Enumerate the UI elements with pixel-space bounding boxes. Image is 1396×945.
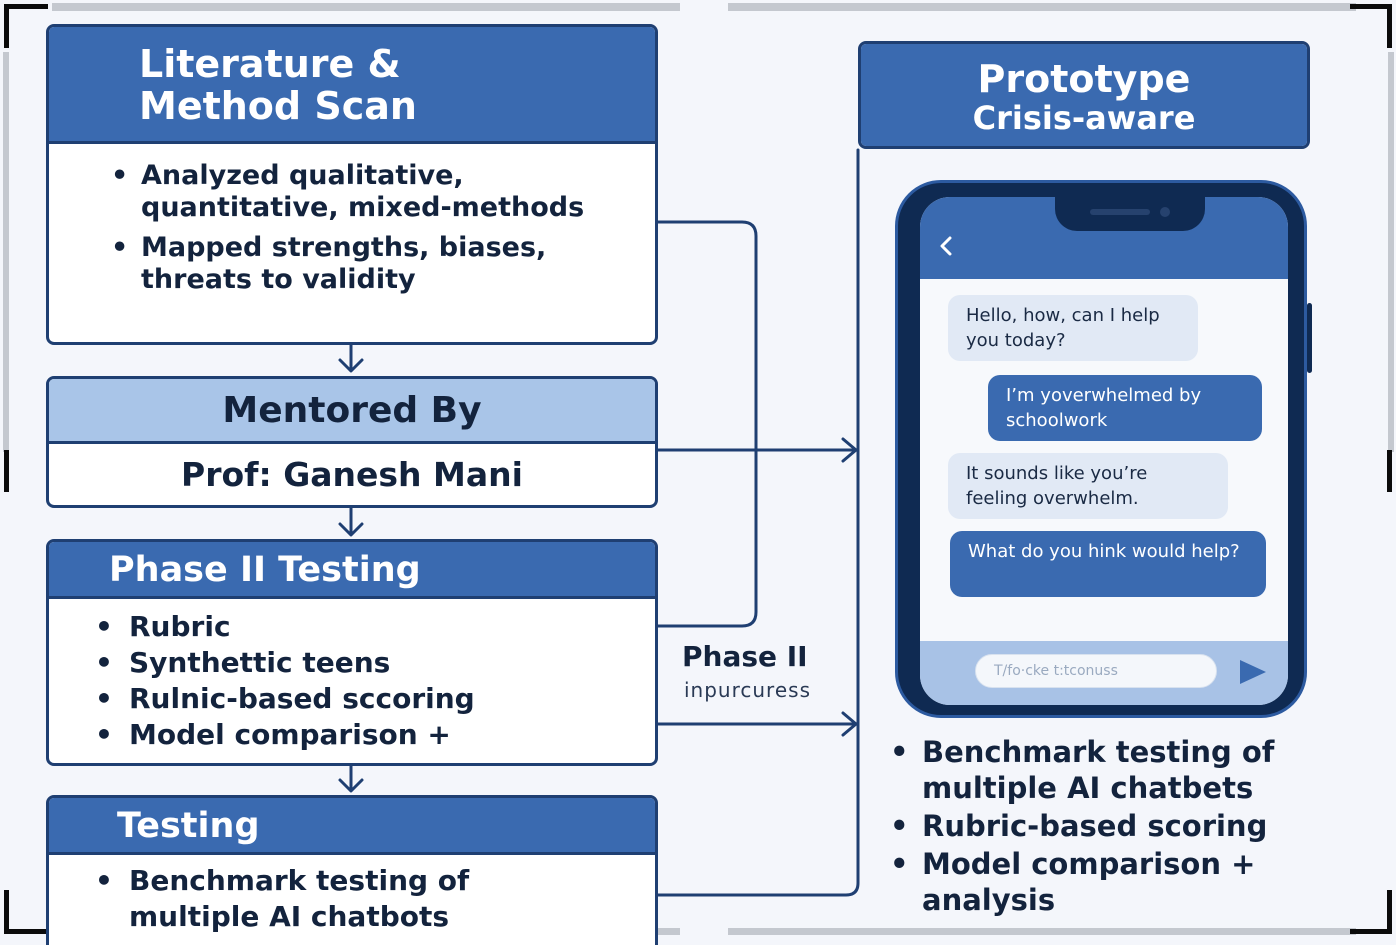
mentored-box-title: Mentored By <box>222 390 482 431</box>
phase-ii-connector-label: Phase II <box>682 640 808 673</box>
testing-bullets: •Benchmark testing of multiple AI chatbo… <box>49 855 579 935</box>
prototype-feature-bullets: •Benchmark testing of multiple AI chatbe… <box>890 734 1352 918</box>
frame-left-bar <box>3 52 9 452</box>
camera-dot <box>1160 207 1170 217</box>
literature-method-scan-box: Literature & Method Scan • Analyzed qual… <box>46 24 658 345</box>
frame-corner <box>1387 450 1392 492</box>
phase-bullets: •Rubric •Synthettic teens •Rulnic-based … <box>49 599 655 753</box>
phase-ii-connector-sublabel: inpurcuress <box>684 678 811 702</box>
frame-corner <box>1350 4 1392 9</box>
frame-corner <box>4 450 9 492</box>
testing-bullet: •Benchmark testing of multiple AI chatbo… <box>95 864 470 933</box>
prototype-subtitle: Crisis-aware <box>972 99 1196 137</box>
frame-corner <box>4 929 48 934</box>
mentored-by-box: Mentored By Prof: Ganesh Mani <box>46 376 658 508</box>
frame-corner <box>1350 929 1392 934</box>
prototype-title: Prototype <box>977 57 1191 101</box>
chat-message-input[interactable]: T/fo·cke t:tconuss <box>975 654 1217 688</box>
chat-header <box>920 197 1288 279</box>
prototype-bullet: •Benchmark testing of multiple AI chatbe… <box>890 735 1275 805</box>
frame-corner <box>1387 890 1392 934</box>
literature-bullet: • Analyzed qualitative, quantitative, mi… <box>111 160 585 223</box>
chat-messages: Hello, how, can I help you today? I’m yo… <box>920 279 1288 641</box>
phase-bullet: •Synthettic teens <box>95 646 391 679</box>
chat-message-bot: Hello, how, can I help you today? <box>948 295 1198 361</box>
frame-bottom-bar <box>728 928 1356 935</box>
mentor-name: Prof: Ganesh Mani <box>181 455 523 494</box>
chevron-left-icon[interactable] <box>936 235 958 257</box>
phase-ii-testing-box: Phase II Testing •Rubric •Synthettic tee… <box>46 539 658 766</box>
prototype-box: Prototype Crisis-aware <box>858 41 1310 149</box>
chat-message-bot: It sounds like you’re feeling overwhelm. <box>948 453 1228 519</box>
phone-side-button <box>1307 303 1312 373</box>
chat-input-bar: T/fo·cke t:tconuss <box>920 641 1288 705</box>
testing-box-header: Testing <box>49 798 655 855</box>
send-triangle-icon[interactable] <box>1238 659 1268 685</box>
frame-corner <box>4 4 48 9</box>
frame-corner <box>4 4 9 48</box>
chat-message-user: What do you hink would help? <box>950 531 1266 597</box>
frame-corner <box>4 890 9 934</box>
frame-top-bar <box>52 3 680 11</box>
phase-bullet: •Model comparison + <box>95 718 451 751</box>
phase-bullet: •Rulnic-based sccoring <box>95 682 475 715</box>
phase-box-title: Phase II Testing <box>109 550 421 590</box>
phase-box-header: Phase II Testing <box>49 542 655 599</box>
phone-notch <box>1055 197 1205 231</box>
phase-bullet: •Rubric <box>95 610 231 643</box>
testing-box: Testing •Benchmark testing of multiple A… <box>46 795 658 945</box>
literature-box-header: Literature & Method Scan <box>49 27 655 144</box>
prototype-bullet: •Model comparison + analysis <box>890 847 1256 917</box>
testing-box-title: Testing <box>117 806 260 846</box>
literature-bullets: • Analyzed qualitative, quantitative, mi… <box>49 144 621 296</box>
prototype-box-header: Prototype Crisis-aware <box>861 44 1307 146</box>
prototype-bullet: •Rubric-based scoring <box>890 809 1268 843</box>
chat-message-user: I’m yoverwhelmed by schoolwork <box>988 375 1262 441</box>
frame-top-bar <box>728 3 1356 11</box>
phone-mockup: Hello, how, can I help you today? I’m yo… <box>895 180 1312 718</box>
phone-screen: Hello, how, can I help you today? I’m yo… <box>920 197 1288 705</box>
literature-box-title: Literature & Method Scan <box>139 42 417 128</box>
frame-corner <box>1387 4 1392 48</box>
speaker-grille <box>1090 209 1150 215</box>
frame-right-bar <box>1388 52 1394 452</box>
literature-bullet: • Mapped strengths, biases, threats to v… <box>111 232 547 295</box>
mentored-box-header: Mentored By <box>49 379 655 444</box>
